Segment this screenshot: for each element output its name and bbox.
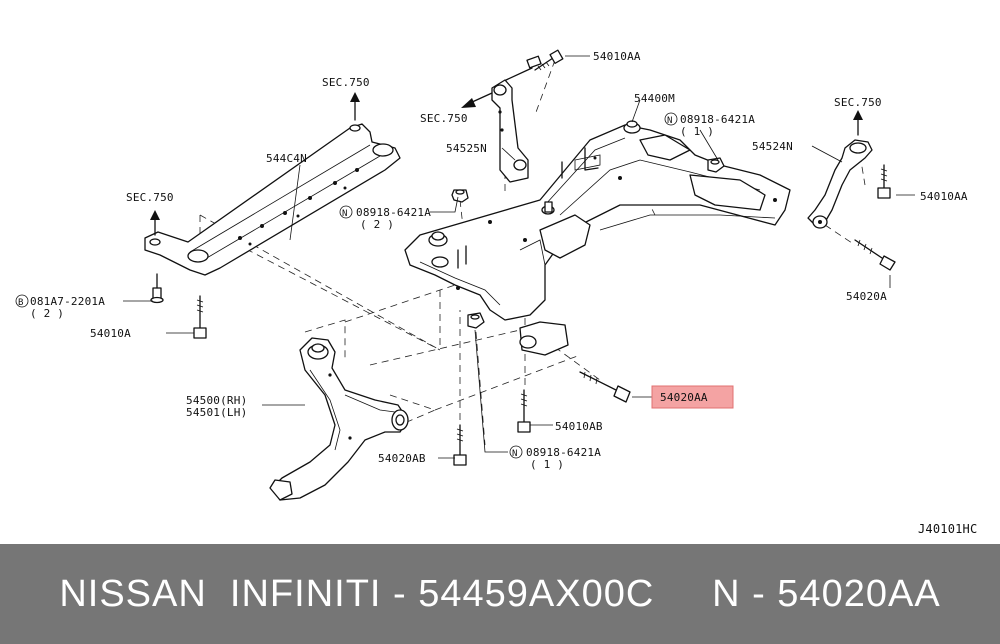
bolt-54020A xyxy=(854,239,896,271)
bolt-54010AA-top xyxy=(534,49,564,71)
label-54020AA-highlight: 54020AA xyxy=(660,391,708,404)
circle-n-icon xyxy=(339,205,353,219)
nut-08918-mid xyxy=(451,189,469,203)
circle-n-icon xyxy=(509,445,523,459)
label-54525N: 54525N xyxy=(446,142,487,155)
stiffener-bar-544C4N xyxy=(144,123,401,276)
highlight-box xyxy=(651,385,734,409)
label-08918-mid: 08918-6421A xyxy=(356,206,431,219)
label-sec750-right: SEC.750 xyxy=(834,96,882,109)
label-54010AA-right: 54010AA xyxy=(920,190,968,203)
leader-lines xyxy=(123,55,915,459)
circle-n-icon xyxy=(664,112,678,126)
label-sec750-top: SEC.750 xyxy=(322,76,370,89)
label-08918-top-right-qty: ( 1 ) xyxy=(680,125,714,138)
label-54500-rh: 54500(RH) xyxy=(186,394,247,407)
circle-n-letter: N xyxy=(342,209,348,219)
bracket-54525N xyxy=(491,55,542,183)
label-54010A: 54010A xyxy=(90,327,131,340)
label-54020AB: 54020AB xyxy=(378,452,426,465)
bolt-54010AA-right xyxy=(877,164,891,199)
label-54501-lh: 54501(LH) xyxy=(186,406,247,419)
label-54010AA-top: 54010AA xyxy=(593,50,641,63)
circle-b-icon xyxy=(15,294,29,308)
label-54400M: 54400M xyxy=(634,92,675,105)
nut-08918-bottom xyxy=(467,312,485,329)
label-54020A: 54020A xyxy=(846,290,887,303)
label-544C4N: 544C4N xyxy=(266,152,307,165)
label-081A7: 081A7-2201A xyxy=(30,295,105,308)
label-54524N: 54524N xyxy=(752,140,793,153)
link-54524N xyxy=(807,139,873,229)
bolt-54010AB xyxy=(517,389,531,433)
bolt-081A7 xyxy=(150,273,164,304)
subframe-54400M xyxy=(404,120,791,356)
circle-b-letter: B xyxy=(18,298,24,308)
label-sec750-left: SEC.750 xyxy=(126,191,174,204)
label-08918-top-right: 08918-6421A xyxy=(680,113,755,126)
diagram-code: J40101HC xyxy=(918,522,977,536)
label-08918-mid-qty: ( 2 ) xyxy=(360,218,394,231)
section-arrows xyxy=(150,92,863,236)
bolts xyxy=(150,49,896,466)
circle-n-letter: N xyxy=(512,449,518,459)
lower-arm-54500 xyxy=(269,337,409,501)
nut-08918-top-right xyxy=(707,157,725,173)
label-54010AB: 54010AB xyxy=(555,420,603,433)
bolt-54010A xyxy=(193,295,207,339)
label-081A7-qty: ( 2 ) xyxy=(30,307,64,320)
part-number-footer: NISSAN INFINITI - 54459AX00C N - 54020AA xyxy=(0,544,1000,644)
label-08918-bottom: 08918-6421A xyxy=(526,446,601,459)
circle-n-letter: N xyxy=(667,116,673,126)
footer-part-number-text: NISSAN INFINITI - 54459AX00C N - 54020AA xyxy=(59,572,941,615)
parts-diagram: 54010AA SEC.750 SEC.750 SEC.750 SEC.750 … xyxy=(15,49,978,536)
bolt-54020AA xyxy=(579,371,631,403)
label-08918-bottom-qty: ( 1 ) xyxy=(530,458,564,471)
bolt-54020AB xyxy=(453,424,467,466)
label-sec750-mid: SEC.750 xyxy=(420,112,468,125)
part-labels: 54010AA SEC.750 SEC.750 SEC.750 SEC.750 … xyxy=(15,50,977,536)
